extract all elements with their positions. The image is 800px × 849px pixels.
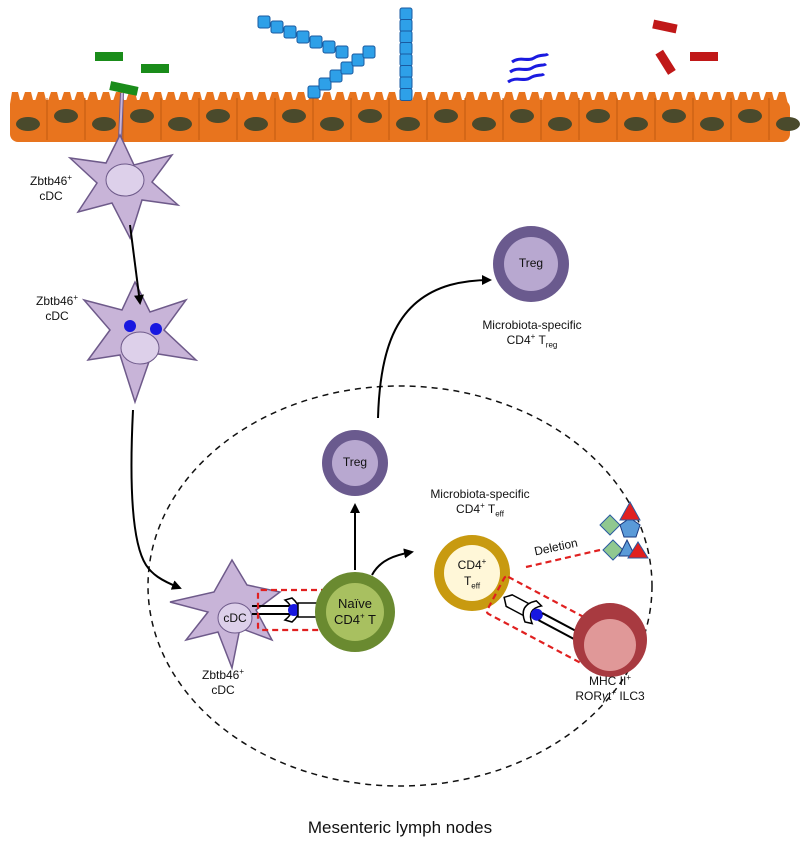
- immune-synapse-teff-ilc3: [485, 575, 603, 665]
- bacterium-segment: [318, 77, 332, 91]
- treg-label-top: Treg: [518, 256, 544, 270]
- red-bacteria: [652, 19, 718, 75]
- epithelial-nucleus: [776, 117, 800, 131]
- lymph-node-title: Mesenteric lymph nodes: [307, 818, 493, 837]
- epithelial-nucleus: [244, 117, 268, 131]
- bacterium-segment: [307, 85, 321, 99]
- bacterium-segment: [329, 69, 343, 83]
- bacterium-segment: [362, 45, 376, 59]
- bacterium-segment: [399, 53, 413, 67]
- intestinal-epithelium: [10, 92, 800, 142]
- blue-chain-bacteria: [257, 7, 413, 101]
- cdc-inner-label: cDC: [223, 611, 247, 625]
- epithelial-nucleus: [358, 109, 382, 123]
- epithelial-nucleus: [472, 117, 496, 131]
- antigen-cluster: [599, 500, 649, 561]
- ilc3-cell: [573, 603, 647, 677]
- migration-arrows: [129, 224, 492, 590]
- treg-caption: Microbiota-specific CD4+ Treg: [482, 318, 582, 350]
- spiral-bacteria: [507, 52, 550, 84]
- ilc3-label: MHC II+ RORγt+ ILC3: [575, 673, 645, 704]
- bacterium-segment: [399, 19, 413, 32]
- epithelial-nucleus: [662, 109, 686, 123]
- dendritic-cell-3: [169, 558, 282, 671]
- bacterium-segment: [309, 35, 323, 49]
- treg-label-lymph-node: Treg: [342, 455, 368, 469]
- bacterium-segment: [296, 30, 310, 44]
- bacterium-segment: [399, 65, 413, 78]
- treg-cell-top: [493, 226, 569, 302]
- epithelial-nucleus: [130, 109, 154, 123]
- epithelial-nucleus: [16, 117, 40, 131]
- bacterium-segment: [335, 45, 349, 59]
- bacterium-segment: [257, 15, 271, 29]
- dendritic-cell-2: [81, 280, 199, 405]
- teff-caption: Microbiota-specific CD4+ Teff: [430, 487, 530, 519]
- epithelial-nucleus: [434, 109, 458, 123]
- epithelial-nucleus: [320, 117, 344, 131]
- naive-t-label: Naïve CD4+ T: [333, 596, 376, 627]
- cdc-label-2: Zbtb46+ cDC: [35, 293, 79, 324]
- epithelial-nucleus: [624, 117, 648, 131]
- teff-inner-label: CD4+ Teff: [457, 557, 487, 591]
- epithelial-nucleus: [54, 109, 78, 123]
- lymph-node-boundary: [147, 385, 653, 787]
- epithelial-nucleus: [586, 109, 610, 123]
- epithelial-nucleus: [396, 117, 420, 131]
- epithelial-nucleus: [738, 109, 762, 123]
- cdc-label-3: Zbtb46+ cDC: [201, 667, 245, 698]
- bacterium-segment: [283, 25, 297, 39]
- deletion-line: [525, 548, 601, 569]
- bacterium-segment: [399, 7, 413, 21]
- epithelial-nucleus: [92, 117, 116, 131]
- bacterium-segment: [270, 20, 284, 34]
- bacterium-segment: [399, 30, 413, 44]
- epithelial-nucleus: [206, 109, 230, 123]
- epithelial-nucleus: [168, 117, 192, 131]
- teff-cell: [434, 535, 510, 611]
- bacterium-segment: [399, 88, 413, 101]
- bacterium-segment: [322, 40, 336, 54]
- bacterium-segment: [399, 76, 413, 90]
- epithelial-nucleus: [700, 117, 724, 131]
- bacterium-segment: [399, 42, 413, 55]
- dendritic-cell-1: [67, 92, 181, 240]
- epithelial-nucleus: [282, 109, 306, 123]
- bacterium-segment: [351, 53, 365, 67]
- cdc-label-1: Zbtb46+ cDC: [29, 173, 73, 204]
- naive-t-cell: [315, 572, 395, 652]
- treg-cell-lymph-node: [322, 430, 388, 496]
- epithelial-nucleus: [548, 117, 572, 131]
- green-bacteria: [95, 52, 169, 96]
- epithelial-nucleus: [510, 109, 534, 123]
- bacterium-segment: [340, 61, 354, 75]
